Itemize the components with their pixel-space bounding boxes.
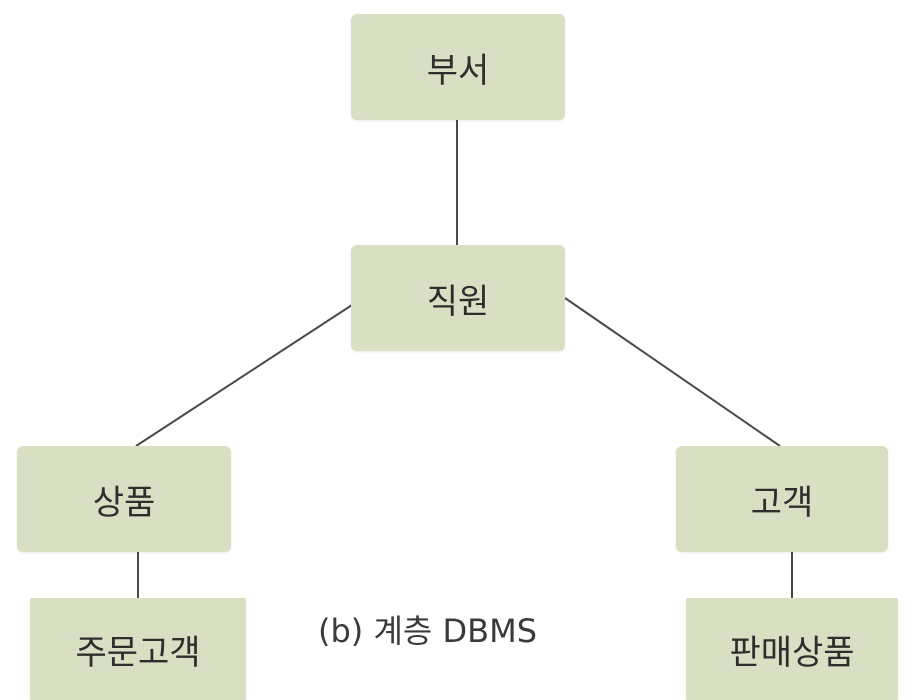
node-department-label: 부서 xyxy=(426,50,490,91)
node-product: 상품 xyxy=(17,446,231,552)
node-order-customer-label: 주문고객 xyxy=(75,632,201,673)
edge-employee-product xyxy=(135,304,353,447)
node-product-label: 상품 xyxy=(92,482,156,523)
node-order-customer: 주문고객 xyxy=(30,598,246,700)
node-sold-product-label: 판매상품 xyxy=(729,632,855,673)
diagram-caption: (b) 계층 DBMS xyxy=(318,612,538,650)
node-employee: 직원 xyxy=(351,245,565,351)
node-customer: 고객 xyxy=(676,446,888,552)
node-sold-product: 판매상품 xyxy=(686,598,898,700)
node-department: 부서 xyxy=(351,14,565,120)
node-employee-label: 직원 xyxy=(426,281,490,322)
edge-employee-customer xyxy=(564,297,781,447)
node-customer-label: 고객 xyxy=(750,482,814,523)
